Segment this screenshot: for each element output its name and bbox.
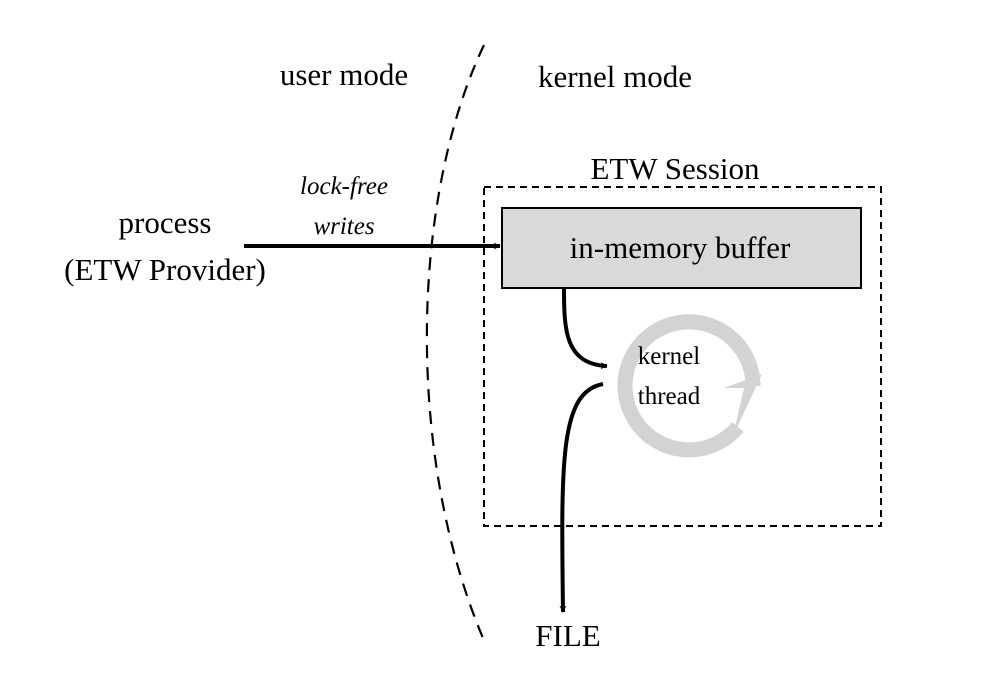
- circular-arrow-icon: [617, 314, 762, 458]
- kernel-mode-label: kernel mode: [538, 59, 692, 94]
- thread-to-file-arrow: [559, 382, 604, 613]
- etw-provider-label: (ETW Provider): [64, 252, 266, 287]
- thread-label: thread: [638, 383, 701, 410]
- etw-session-box: [483, 186, 882, 527]
- kernel-thread-label: kernel: [638, 343, 701, 370]
- etw-session-title: ETW Session: [590, 151, 760, 186]
- writes-label: writes: [313, 213, 374, 240]
- in-memory-buffer-label: in-memory buffer: [570, 230, 791, 265]
- in-memory-buffer-box: [501, 207, 862, 289]
- mode-boundary-line: [425, 44, 488, 646]
- file-label: FILE: [535, 618, 600, 653]
- user-mode-label: user mode: [280, 57, 408, 92]
- lock-free-label: lock-free: [300, 173, 388, 200]
- process-label: process: [119, 205, 212, 240]
- buffer-to-thread-arrow: [562, 287, 608, 370]
